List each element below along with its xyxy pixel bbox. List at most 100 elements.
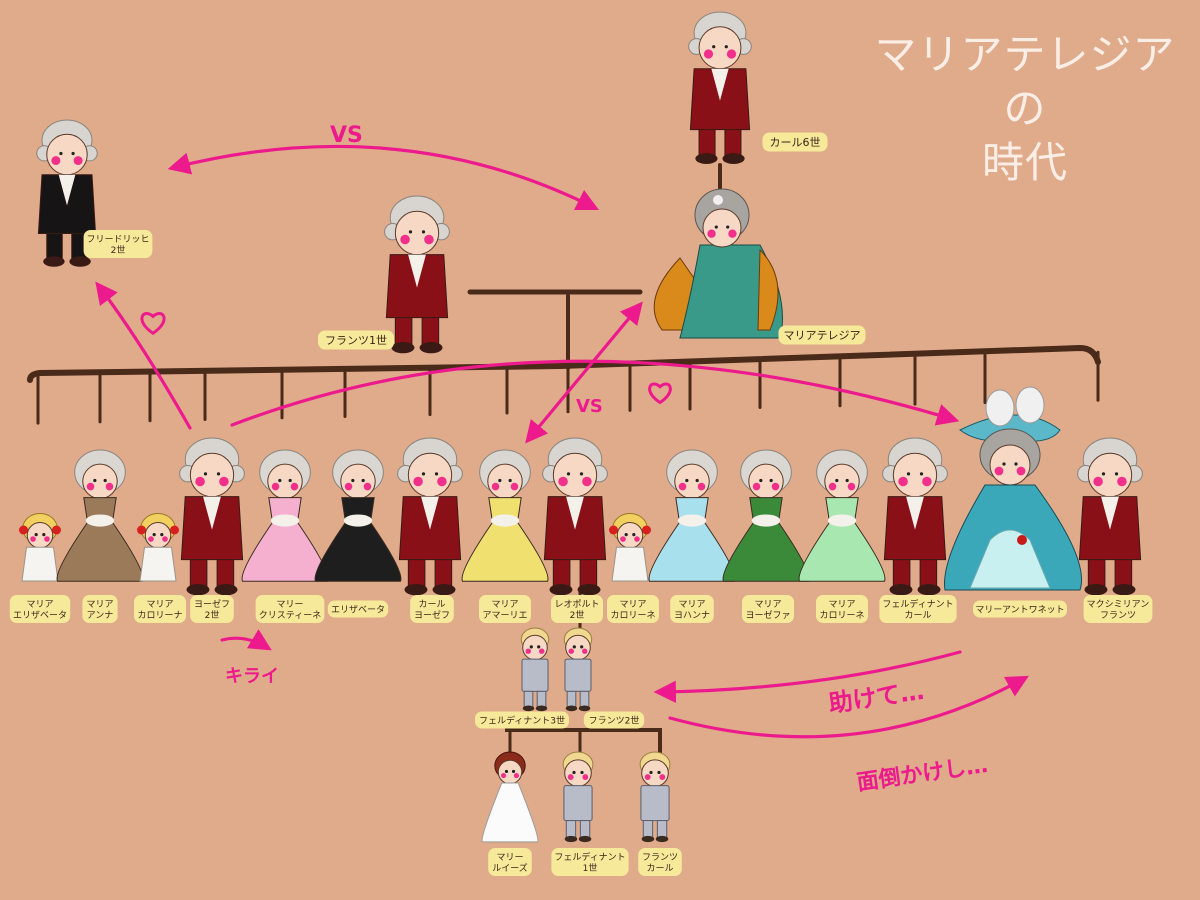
eye [579, 472, 584, 476]
leg [579, 559, 598, 588]
name-label-bg [551, 595, 603, 623]
name-label-text: マクシミリアン [1087, 599, 1150, 610]
leg [216, 559, 235, 588]
grandchildren-branch-line [505, 728, 662, 758]
hair-ornament [713, 195, 723, 205]
cheek [513, 772, 520, 779]
cheek [1016, 466, 1026, 476]
jacket [564, 658, 592, 692]
leg [1087, 559, 1106, 588]
face [674, 463, 710, 500]
name-label-text: マリア [828, 600, 855, 610]
diagram-title: マリアテレジア の 時代 [860, 28, 1190, 190]
leg [724, 129, 742, 157]
cheek [437, 476, 447, 487]
cheek [703, 49, 714, 59]
vs-label-mid: VS [576, 396, 603, 417]
eye [93, 478, 97, 483]
name-label-text: エリザベータ [331, 604, 385, 615]
face [989, 444, 1031, 486]
eye [103, 478, 107, 483]
figure-marie-louise [481, 751, 539, 843]
kirai-label: キライ [225, 666, 279, 687]
hat-feather [1015, 386, 1045, 424]
cheek [847, 482, 856, 491]
vs-arrow-to-theresia [525, 301, 643, 444]
face [564, 759, 592, 787]
cheek [582, 774, 589, 781]
cheek [73, 156, 83, 166]
face [892, 452, 938, 498]
eye [408, 230, 413, 234]
name-label-text: カール [646, 863, 673, 874]
leg [189, 559, 208, 588]
figure-child-12 [722, 449, 810, 582]
cheek [828, 482, 837, 491]
eye [1002, 462, 1006, 466]
shoe [549, 584, 573, 596]
face [407, 452, 453, 498]
name-label-text: フェルディナント [882, 598, 953, 610]
eye [845, 478, 849, 483]
mendou-label: 面倒かけし… [855, 753, 989, 796]
name-label-bg [670, 595, 714, 623]
figure-child-8 [461, 449, 549, 582]
eye [724, 45, 728, 49]
cheek [678, 482, 687, 491]
bow [170, 525, 179, 535]
cheek [634, 536, 640, 542]
name-label-text: マリア [26, 600, 53, 610]
title-line-1: マリアテレジア [874, 30, 1176, 79]
cheek [582, 476, 592, 487]
name-label-text: ヨハンナ [674, 610, 710, 621]
cheek [290, 482, 299, 491]
cheek [752, 482, 761, 491]
name-label-text: カール [418, 599, 445, 610]
figure-child-1 [19, 513, 61, 582]
cheek [86, 482, 95, 491]
name-label-text: マリア [491, 600, 518, 610]
face [144, 522, 172, 549]
figure-franz-karl [639, 751, 671, 843]
face [824, 463, 860, 500]
cravat [906, 496, 924, 530]
name-label-text: マリア [146, 600, 173, 610]
name-label-bg [82, 595, 118, 623]
name-label-text: エリザベータ [13, 610, 67, 621]
face [26, 522, 54, 549]
shoe [565, 705, 578, 712]
figure-child-16 [1077, 437, 1143, 596]
name-label-bg [607, 595, 659, 623]
name-label-text: マリア [619, 600, 646, 610]
cravat [711, 68, 729, 101]
cheek [30, 536, 36, 542]
cape-right [757, 248, 779, 331]
eye [216, 472, 221, 476]
heart-icon [648, 382, 672, 405]
gown [481, 782, 539, 843]
cheek [44, 536, 50, 542]
cheek [558, 476, 568, 487]
cheek [1093, 476, 1103, 487]
hands [677, 514, 707, 527]
name-label-text: クリスティーネ [259, 610, 321, 621]
jacket [640, 785, 670, 822]
name-label-bg [1083, 595, 1153, 623]
name-label-text: ヨーゼフ [414, 609, 450, 621]
hands [343, 514, 373, 527]
name-label-bg [488, 848, 532, 876]
jacket [563, 785, 593, 822]
cravat [1101, 496, 1119, 530]
hands [490, 514, 520, 527]
cheek [413, 476, 423, 487]
leg [642, 820, 654, 838]
name-label-bg [410, 595, 454, 623]
leg [698, 129, 716, 157]
name-label-text: ヨーゼフ [194, 598, 230, 610]
